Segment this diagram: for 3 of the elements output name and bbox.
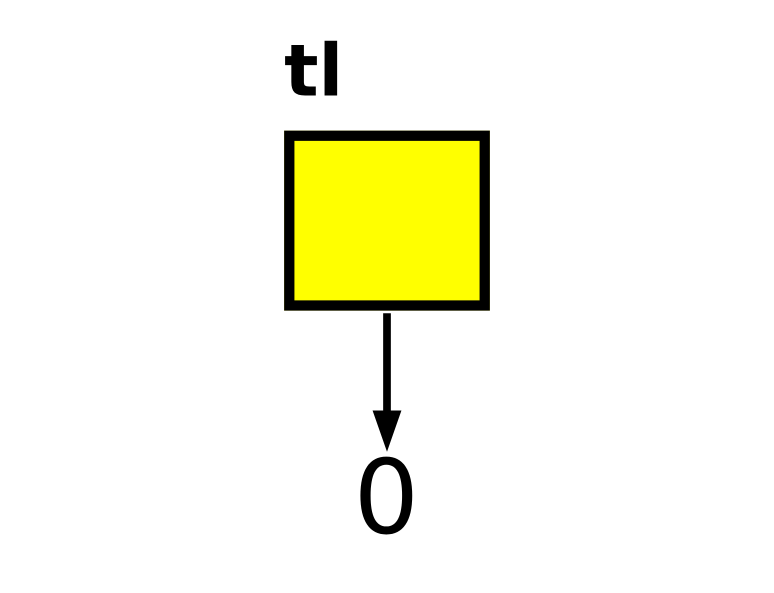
arrow: [372, 313, 402, 452]
node-label: tl: [284, 28, 344, 113]
node-text: 0: [354, 439, 420, 558]
